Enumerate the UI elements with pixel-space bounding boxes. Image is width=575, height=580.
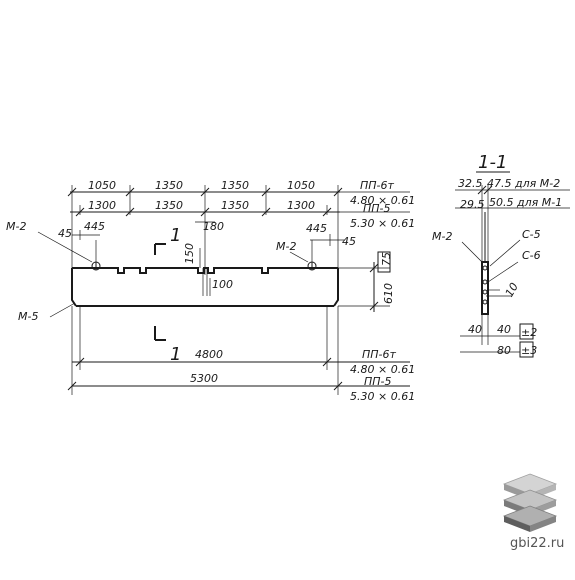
dim-45-left: 45 [58, 227, 72, 240]
sec-leader-m2 [461, 241, 483, 263]
dim-610: 610 [382, 283, 395, 304]
dim-1300-left: 1300 [88, 199, 116, 212]
sec-tol-3: ±3 [521, 344, 537, 357]
dim-445-left: 445 [84, 220, 105, 233]
top-dimension-lines [67, 185, 343, 275]
mark-pp5-size-top: 5.30 × 0.61 [350, 217, 415, 230]
bottom-dimension-lines [67, 306, 410, 395]
dim-445-right: 445 [306, 222, 327, 235]
label-m5: М-5 [18, 310, 38, 323]
sec-dim-29-5: 29.5 [460, 198, 485, 211]
dim-180: 180 [203, 220, 224, 233]
mark-pp6t-bottom: ПП-6т [362, 348, 397, 361]
brand-site-text[interactable]: gbi22.ru [510, 536, 565, 551]
dim-45-right: 45 [342, 235, 356, 248]
brand-logo-icon [502, 473, 558, 532]
leader-m2-left [37, 231, 93, 263]
top-marks-table [340, 191, 410, 213]
section-cut-marker-top [154, 243, 166, 255]
dim-4800: 4800 [195, 348, 223, 361]
mark-pp6t-top: ПП-6т [360, 179, 395, 192]
dim-100: 100 [212, 278, 233, 291]
left-small-dims [72, 230, 100, 240]
leader-m2-right [289, 251, 309, 263]
dim-75: 75 [380, 252, 393, 266]
section-mark-top: 1 [170, 225, 181, 246]
lifting-loop-right [307, 240, 317, 271]
sec-dim-50-5: 50.5 для М-1 [489, 196, 562, 209]
right-small-dims [310, 234, 345, 246]
dim-1350-d: 1350 [221, 199, 249, 212]
right-vertical-dims [338, 251, 391, 312]
mark-pp6t-size-bottom: 4.80 × 0.61 [350, 363, 415, 376]
section-cut-marker-bottom [154, 326, 166, 341]
section-mark-bottom: 1 [170, 344, 181, 365]
sec-leader-c5 [489, 239, 521, 267]
dim-1300-right: 1300 [287, 199, 315, 212]
sec-dim-32-5: 32.5 [458, 177, 483, 190]
section-title: 1-1 [478, 152, 507, 173]
sec-dim-40-left: 40 [468, 323, 482, 336]
dim-1050-right: 1050 [287, 179, 315, 192]
lifting-loop-left [91, 240, 101, 271]
dim-1350-c: 1350 [155, 199, 183, 212]
mark-pp5-top: ПП-5 [363, 202, 391, 215]
dim-150: 150 [183, 243, 196, 264]
beam-body [71, 267, 339, 307]
sec-label-m2: М-2 [432, 230, 452, 243]
mark-pp5-size-bottom: 5.30 × 0.61 [350, 390, 415, 403]
sec-dim-47-5: 47.5 для М-2 [487, 177, 560, 190]
leader-m5 [49, 302, 76, 318]
dim-1350-b: 1350 [221, 179, 249, 192]
sec-tol-2: ±2 [521, 326, 537, 339]
center-dims [195, 221, 215, 296]
label-m2-left: М-2 [6, 220, 26, 233]
sec-label-c6: С-6 [522, 249, 541, 262]
mark-pp6t-size-top: 4.80 × 0.61 [350, 194, 415, 207]
sec-dim-10: 10 [503, 281, 521, 300]
dim-1350-a: 1350 [155, 179, 183, 192]
dim-5300: 5300 [190, 372, 218, 385]
section-bottom-dims [460, 323, 534, 358]
sec-dim-80: 80 [497, 344, 511, 357]
sec-label-c5: С-5 [522, 228, 541, 241]
section-profile [481, 212, 519, 315]
sec-dim-40-right: 40 [497, 323, 511, 336]
mark-pp5-bottom: ПП-5 [364, 375, 392, 388]
label-m2-right: М-2 [276, 240, 296, 253]
dim-1050-left: 1050 [88, 179, 116, 192]
